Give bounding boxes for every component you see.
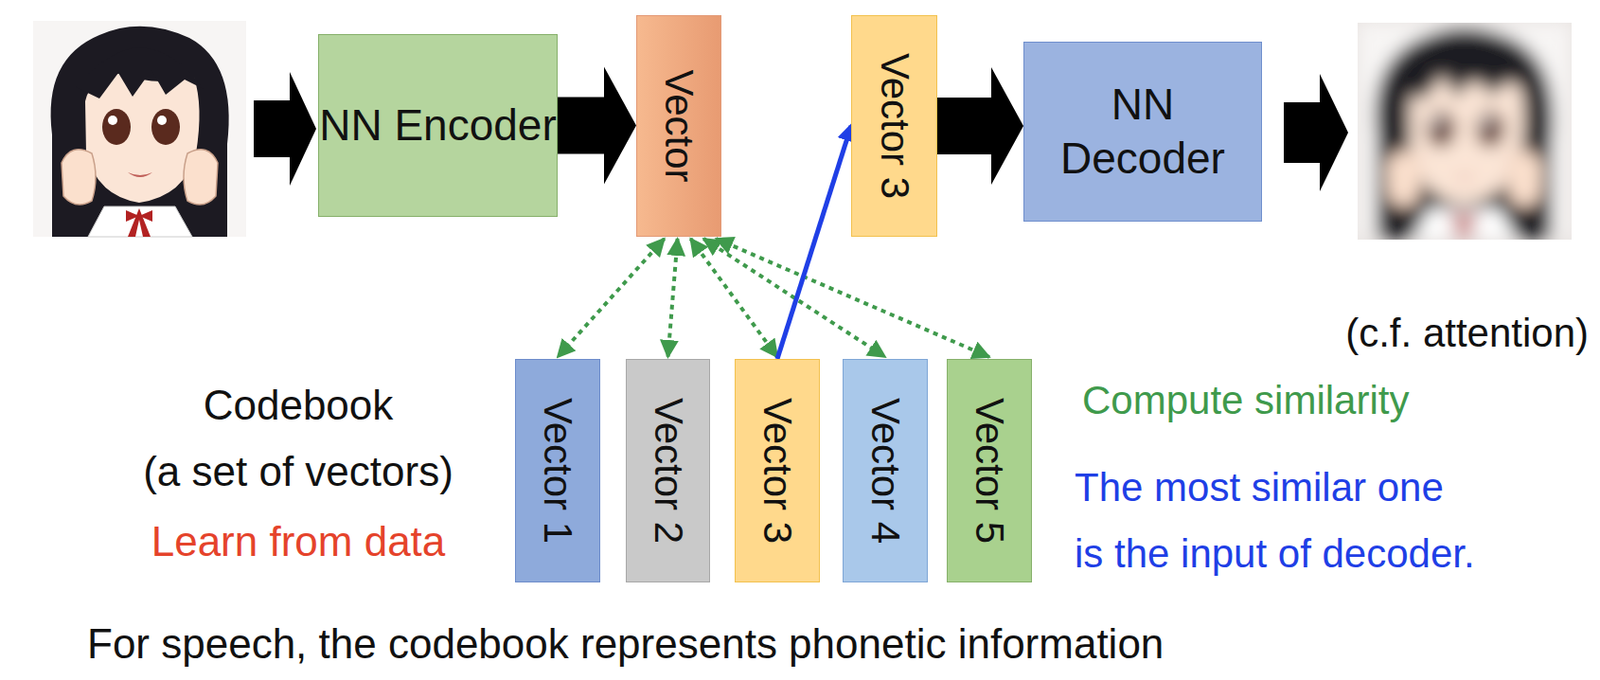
encoder-box: NN Encoder [318,34,558,217]
codebook-vector: Vector 1 [515,358,601,583]
selection-note: The most similar one [1074,463,1444,512]
similarity-link [557,238,665,357]
codebook-vector: Vector 4 [842,358,928,583]
similarity-link [715,238,990,357]
selection-arrow [777,125,852,359]
node-text: Vector 1 [534,397,581,544]
codebook-title: Codebook [203,380,394,431]
latent-vector: Vector [636,15,722,237]
selection-note: is the input of decoder. [1074,530,1476,578]
decoder-box: NN Decoder [1023,41,1263,222]
codebook-note: Learn from data [151,516,446,568]
flow-arrow [1283,73,1349,192]
node-text: Vector 2 [645,397,692,544]
flow-arrow [557,67,637,185]
similarity-link [668,238,678,357]
similarity-link [690,238,778,357]
node-text: NN Encoder [319,98,557,154]
node-text: Vector 4 [862,397,908,544]
input-image [33,20,247,237]
codebook-vector: Vector 3 [734,358,820,583]
flow-arrow [253,71,317,186]
codebook-vector: Vector 2 [625,358,711,583]
footnote: For speech, the codebook represents phon… [87,619,1164,670]
node-text: Vector 3 [754,397,800,544]
quantized-vector: Vector 3 [851,15,938,237]
similarity-note: Compute similarity [1082,376,1409,425]
flow-arrow [937,67,1024,185]
node-text: NN Decoder [1024,77,1262,187]
codebook-vector: Vector 5 [946,358,1032,583]
node-text: Vector 3 [871,53,918,199]
node-text: Vector 5 [966,397,1013,544]
codebook-note: (a set of vectors) [142,446,454,498]
output-image [1357,22,1572,240]
side-note: (c.f. attention) [1345,309,1589,357]
node-text: Vector [656,69,702,182]
